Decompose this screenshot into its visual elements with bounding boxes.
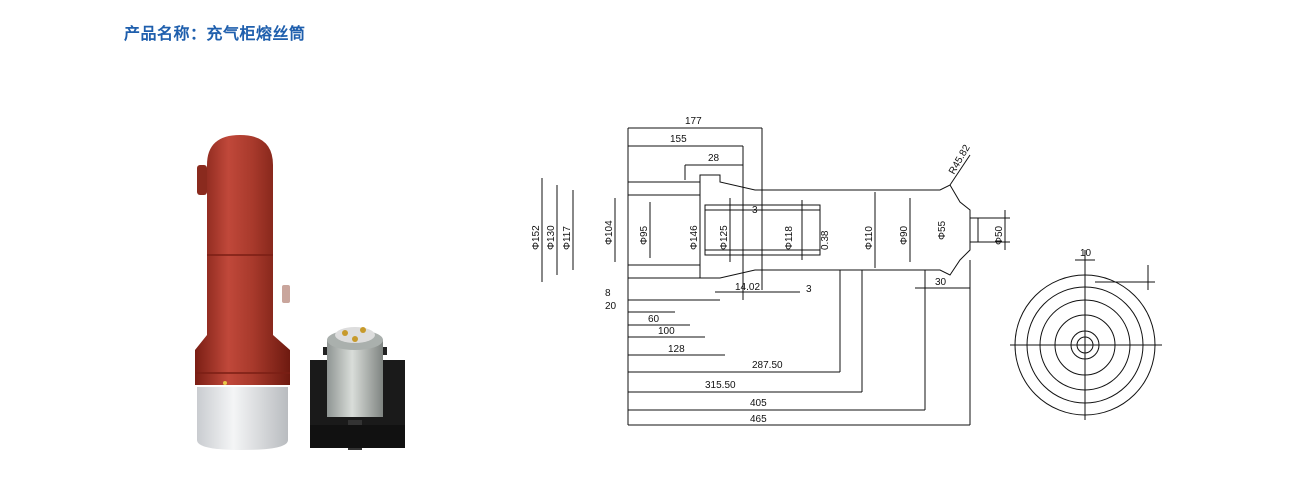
dim-phi146: Φ146 — [689, 225, 700, 250]
dim-phi55: Φ55 — [937, 220, 948, 240]
product-photo — [195, 135, 405, 450]
dim-30: 30 — [935, 277, 947, 288]
dim-20: 20 — [605, 301, 617, 312]
small-3b: 3 — [806, 284, 812, 295]
dim-465: 465 — [750, 414, 767, 425]
dim-14.02: 14.02 — [735, 282, 760, 293]
dim-128: 128 — [668, 344, 685, 355]
dim-155: 155 — [670, 134, 687, 145]
dim-phi117: Φ117 — [562, 226, 573, 250]
dim-phi104: Φ104 — [604, 220, 615, 245]
dim-phi125: Φ125 — [719, 225, 730, 250]
dim-287.50: 287.50 — [752, 360, 783, 371]
dim-phi50: Φ50 — [994, 225, 1005, 245]
dim-10: 10 — [1080, 248, 1092, 259]
small-3a: 3 — [752, 205, 758, 216]
dim-177: 177 — [685, 116, 702, 127]
dim-28: 28 — [708, 153, 720, 164]
dim-phi90: Φ90 — [899, 225, 910, 245]
page-title: 产品名称：充气柜熔丝筒 — [124, 24, 306, 43]
dim-315.50: 315.50 — [705, 380, 736, 391]
dim-0.38: 0.38 — [820, 230, 831, 250]
dim-phi152: Φ152 — [531, 225, 542, 250]
dim-phi95: Φ95 — [639, 225, 650, 245]
dim-phi130: Φ130 — [546, 225, 557, 250]
dim-60: 60 — [648, 314, 660, 325]
dim-phi110: Φ110 — [864, 226, 875, 250]
dim-phi118: Φ118 — [784, 226, 795, 250]
dim-405: 405 — [750, 398, 767, 409]
dim-r45.82: R45.82 — [947, 143, 973, 177]
technical-drawing: 177 155 28 14.02 8 20 60 100 128 287.50 … — [531, 116, 1162, 426]
dim-100: 100 — [658, 326, 675, 337]
dim-8: 8 — [605, 288, 611, 299]
